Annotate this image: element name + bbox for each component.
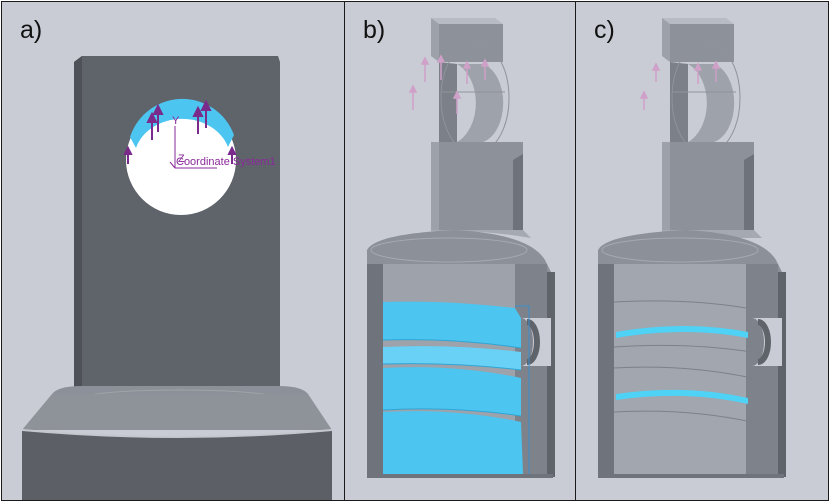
panel-a: a) Y Z Coordinate System1 — [1, 1, 345, 501]
panel-b: b) — [344, 1, 576, 501]
base-cylinder — [22, 430, 332, 500]
section-view-full — [367, 18, 555, 478]
load-arrow-icon — [639, 60, 721, 110]
load-arrow-icon — [123, 99, 237, 164]
axis-y-label: Y — [172, 115, 180, 127]
section-view-partial — [598, 18, 786, 478]
base-top-rim — [367, 230, 551, 272]
panel-a-label: a) — [20, 16, 43, 44]
base-top-rim — [598, 230, 782, 272]
lug-model-view: Y Z Coordinate System1 — [2, 2, 344, 500]
thread-surface — [383, 301, 523, 474]
panel-c-label: c) — [594, 16, 615, 44]
axis-z-label: Z — [178, 153, 185, 165]
panel-c: c) — [575, 1, 829, 501]
coord-system-label: Coordinate System1 — [176, 156, 276, 168]
load-arrow-icon — [408, 54, 490, 114]
pin-hole — [126, 105, 236, 215]
panel-b-label: b) — [363, 16, 386, 44]
thread-contact-band — [616, 326, 748, 404]
coordinate-system-icon — [169, 126, 217, 169]
